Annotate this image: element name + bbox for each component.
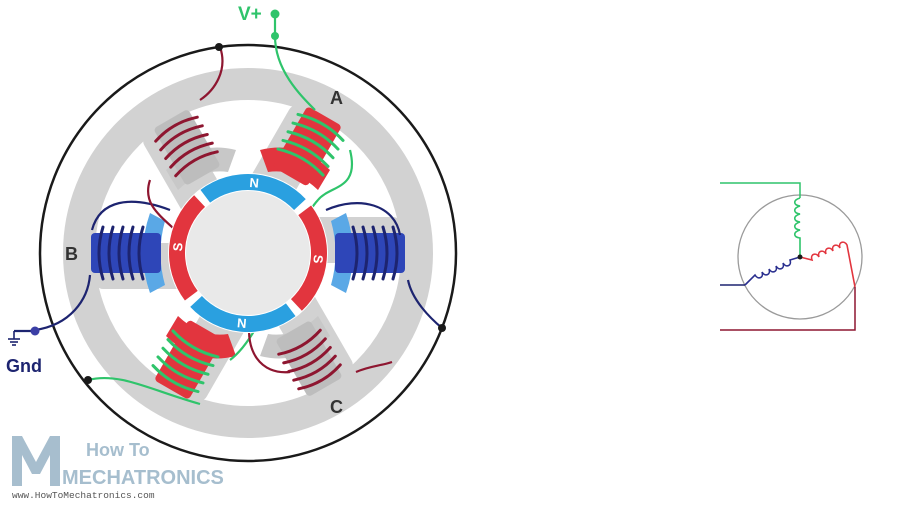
- gnd-terminal: [8, 326, 40, 346]
- terminal-c-top: [215, 43, 223, 51]
- rotor-pole-label: N: [237, 315, 248, 331]
- rotor-pole-segment: [290, 205, 328, 311]
- ground-icon: [8, 331, 20, 346]
- schematic-coil-a: [793, 197, 801, 257]
- rotor-core: [186, 191, 310, 315]
- logo-line1: How To: [86, 440, 150, 460]
- rotor-pole-segment: [168, 195, 206, 301]
- coil-b-label: B: [65, 244, 78, 264]
- schematic-coil-b: [744, 256, 801, 286]
- wires: [34, 35, 443, 406]
- howtomechatronics-logo: How To MECHATRONICS www.HowToMechatronic…: [12, 436, 224, 501]
- terminal-b-right: [438, 324, 446, 332]
- terminal-a-left: [84, 376, 92, 384]
- windings: [97, 112, 399, 394]
- motor: N S N S V+ Gnd A: [6, 4, 458, 463]
- logo-url: www.HowToMechatronics.com: [12, 490, 155, 501]
- logo-m-icon: [12, 436, 60, 486]
- gnd-label: Gnd: [6, 356, 42, 376]
- stator-ring: [63, 68, 433, 438]
- rotor-pole-label: N: [249, 175, 260, 191]
- coil-c-winding: [154, 115, 219, 178]
- schematic-wire-c: [720, 287, 856, 331]
- wire-b: [34, 200, 443, 332]
- schematic-neutral: [797, 254, 803, 260]
- schematic-wire-a: [720, 182, 801, 198]
- rotor-pole-label: S: [170, 242, 186, 252]
- wire-a: [87, 35, 353, 406]
- star-schematic: [720, 182, 863, 331]
- rotor-pole-segment: [190, 295, 296, 333]
- rotor-poles: N S N S: [168, 173, 328, 333]
- coil-a2-winding: [151, 329, 220, 394]
- vplus-terminal: [270, 9, 280, 40]
- coil-a-winding: [276, 112, 345, 177]
- terminals: [84, 43, 446, 384]
- rotor: N S N S: [168, 173, 328, 333]
- rotor-pole-segment: [200, 173, 306, 211]
- coil-b2-winding: [351, 225, 399, 281]
- rotor-pole-label: S: [310, 254, 326, 264]
- coil-c2-winding: [277, 328, 342, 391]
- wire-c: [147, 46, 393, 374]
- vplus-label: V+: [238, 4, 262, 25]
- schematic-coil-c: [799, 241, 856, 288]
- coil-b-winding: [97, 225, 145, 281]
- logo-line2: MECHATRONICS: [62, 467, 224, 489]
- housing-outline: [38, 43, 458, 463]
- coil-c-label: C: [330, 397, 343, 417]
- coil-a-label: A: [330, 88, 343, 108]
